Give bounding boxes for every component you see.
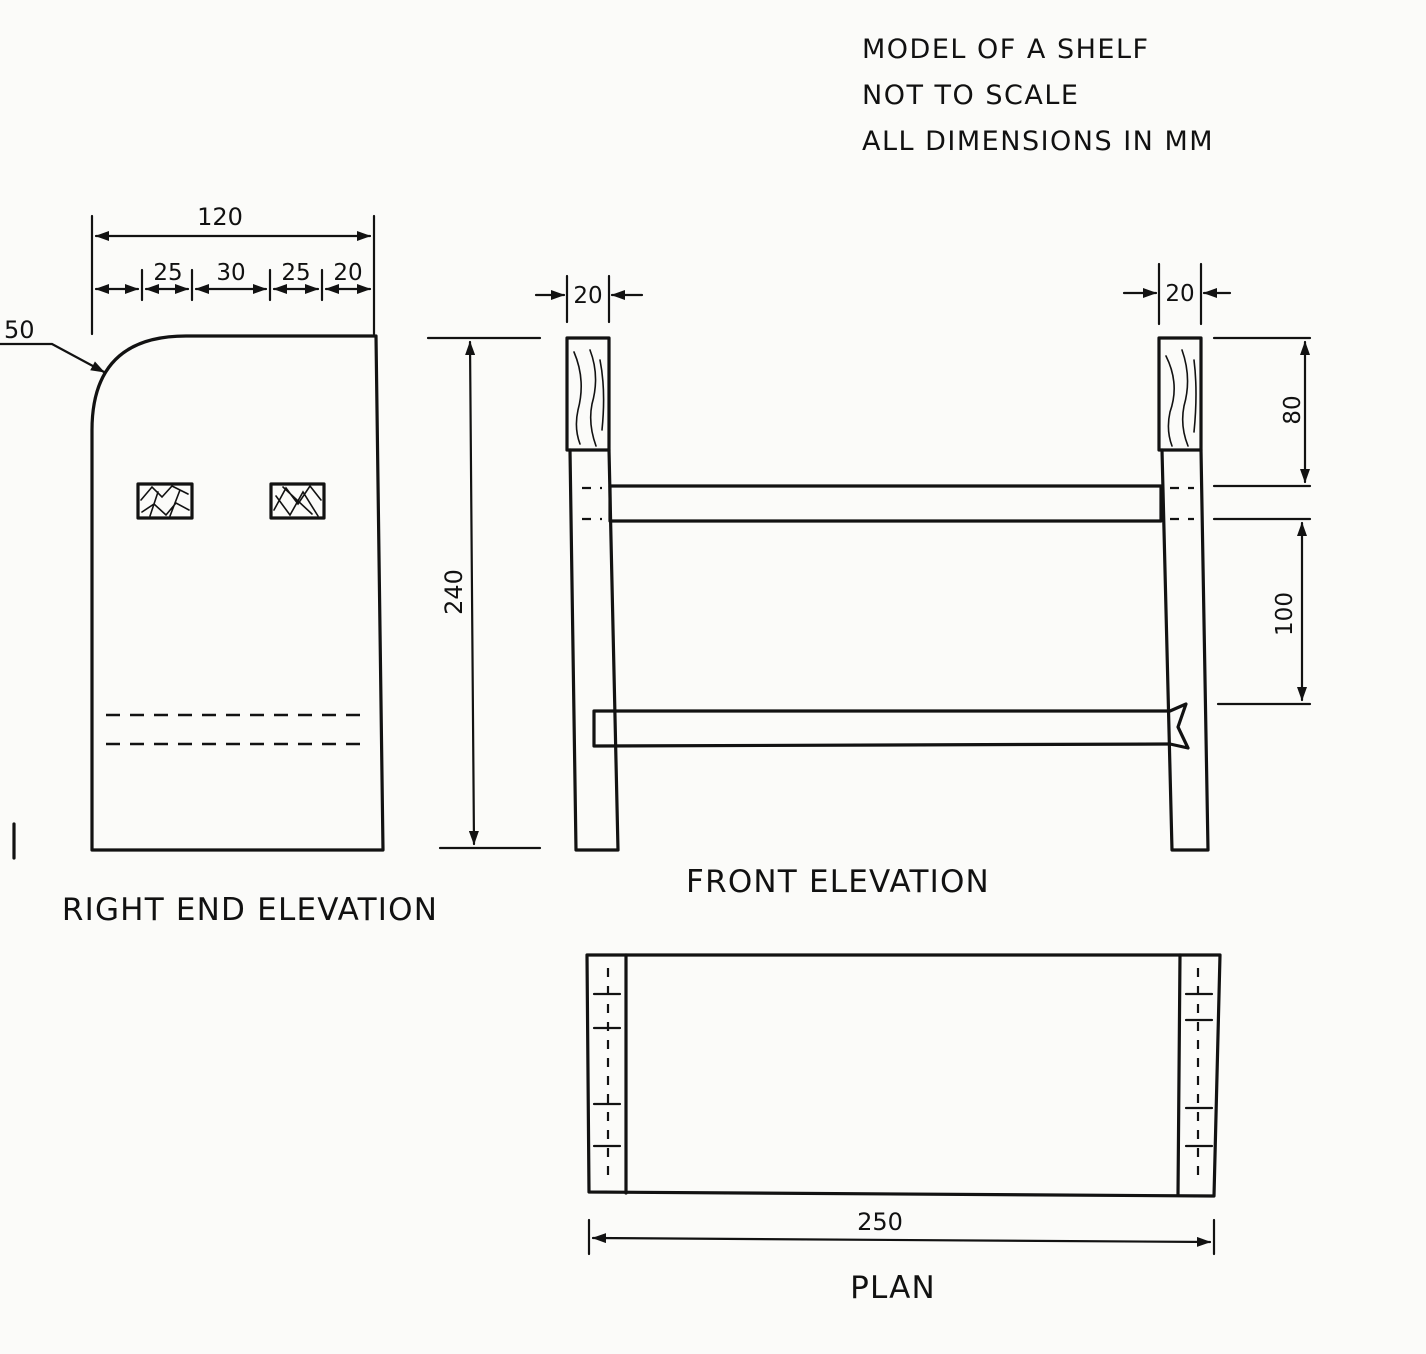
dimension-segments: 25 30 25 20 bbox=[94, 260, 372, 302]
dimension-overall-width: 120 bbox=[90, 203, 376, 336]
drawing-notes: MODEL OF A SHELF NOT TO SCALE ALL DIMENS… bbox=[862, 34, 1214, 157]
bottom-shelf bbox=[592, 702, 1190, 750]
dim-120-label: 120 bbox=[197, 203, 243, 231]
dim-seg-2-label: 30 bbox=[216, 260, 245, 286]
mortise-left bbox=[136, 482, 194, 520]
dim-100-label: 100 bbox=[1272, 592, 1298, 636]
dim-seg-3-label: 25 bbox=[281, 260, 310, 286]
dimension-radius: 50 bbox=[0, 316, 106, 374]
right-end-elevation-title: RIGHT END ELEVATION bbox=[62, 892, 438, 928]
plan-right-leg-edge bbox=[1176, 953, 1182, 1197]
dim-seg-4-label: 20 bbox=[333, 260, 362, 286]
right-end-elevation: 120 25 30 25 20 50 RIGHT END ELEVATION bbox=[0, 203, 438, 928]
dimension-top-gap: 80 bbox=[1212, 336, 1312, 488]
dim-radius-label: 50 bbox=[4, 316, 35, 344]
dimension-plan-length: 250 bbox=[587, 1208, 1216, 1256]
mortise-right bbox=[269, 482, 326, 520]
dimension-shelf-spacing: 100 bbox=[1212, 517, 1312, 706]
plan-title: PLAN bbox=[850, 1270, 936, 1306]
note-scale: NOT TO SCALE bbox=[862, 80, 1079, 111]
dimension-height: 240 bbox=[426, 336, 542, 850]
dim-seg-1-label: 25 bbox=[153, 260, 182, 286]
end-panel-outline bbox=[90, 334, 385, 852]
plan-left-hidden-joints bbox=[592, 968, 622, 1180]
dimension-right-thickness: 20 bbox=[1122, 262, 1232, 326]
plan-right-hidden-joints bbox=[1184, 968, 1214, 1184]
left-leg bbox=[565, 336, 620, 852]
note-units: ALL DIMENSIONS IN MM bbox=[862, 126, 1214, 157]
dim-80-label: 80 bbox=[1280, 395, 1306, 424]
front-elevation: 240 20 20 80 100 bbox=[426, 262, 1312, 900]
dim-left-20-label: 20 bbox=[573, 283, 602, 309]
top-rail bbox=[608, 484, 1163, 523]
dim-250-label: 250 bbox=[857, 1208, 903, 1236]
dim-240-label: 240 bbox=[440, 569, 468, 615]
plan-outline bbox=[585, 953, 1222, 1198]
plan-view: 250 PLAN bbox=[585, 953, 1222, 1306]
dimension-left-thickness: 20 bbox=[534, 274, 644, 324]
note-title: MODEL OF A SHELF bbox=[862, 34, 1150, 65]
right-leg bbox=[1157, 336, 1210, 852]
dim-right-20-label: 20 bbox=[1165, 281, 1194, 307]
front-elevation-title: FRONT ELEVATION bbox=[686, 864, 990, 900]
